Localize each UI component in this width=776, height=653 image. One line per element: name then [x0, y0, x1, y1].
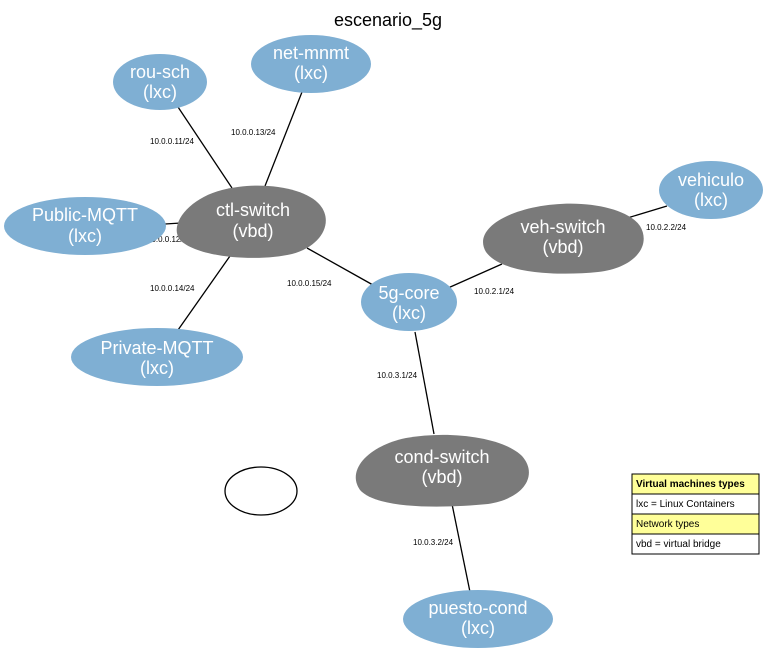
- edge-label: 10.0.0.14/24: [150, 284, 195, 293]
- node-private-mqtt[interactable]: Private-MQTT (lxc): [71, 328, 243, 386]
- lxc-node-shape: [113, 54, 207, 110]
- node-5g-core[interactable]: 5g-core (lxc): [361, 273, 457, 331]
- edges: [164, 91, 668, 593]
- legend-net-header: Network types: [636, 519, 699, 530]
- node-kind: (lxc): [68, 226, 102, 246]
- node-kind: (vbd): [421, 467, 462, 487]
- node-cond-switch[interactable]: cond-switch (vbd): [355, 434, 529, 507]
- node-kind: (lxc): [694, 190, 728, 210]
- lxc-node-shape: [4, 197, 166, 255]
- node-name: 5g-core: [378, 283, 439, 303]
- node-kind: (lxc): [140, 358, 174, 378]
- vbd-node-shape: [176, 185, 326, 258]
- node-name: Public-MQTT: [32, 205, 138, 225]
- node-name: cond-switch: [394, 447, 489, 467]
- diagram-title: escenario_5g: [334, 10, 442, 31]
- legend-vm-header: Virtual machines types: [636, 479, 745, 490]
- vbd-node-shape: [483, 203, 644, 274]
- node-puesto-cond[interactable]: puesto-cond (lxc): [403, 590, 553, 648]
- edge-cond-switch-puesto-cond: [451, 503, 471, 593]
- edge-private-mqtt-ctl-switch: [177, 255, 231, 331]
- edge-label: 10.0.0.15/24: [287, 279, 332, 288]
- node-rou-sch[interactable]: rou-sch (lxc): [113, 54, 207, 110]
- node-name: rou-sch: [130, 62, 190, 82]
- vbd-node-shape: [355, 434, 529, 507]
- node-name: ctl-switch: [216, 200, 290, 220]
- edge-label: 10.0.0.13/24: [231, 128, 276, 137]
- edge-label: 10.0.0.11/24: [150, 137, 194, 146]
- node-name: veh-switch: [520, 217, 605, 237]
- empty-ellipse-node: [224, 466, 298, 516]
- edge-ctl-switch-5g-core: [306, 247, 374, 286]
- lxc-node-shape: [659, 161, 763, 219]
- edge-veh-switch-5g-core: [447, 263, 503, 289]
- node-name: puesto-cond: [428, 598, 527, 618]
- legend-vm-item: lxc = Linux Containers: [636, 499, 735, 510]
- edge-rou-sch-ctl-switch: [177, 106, 233, 189]
- node-ctl-switch[interactable]: ctl-switch (vbd): [176, 185, 326, 258]
- lxc-node-shape: [71, 328, 243, 386]
- lxc-node-shape: [361, 273, 457, 331]
- edge-label: 10.0.2.1/24: [474, 287, 515, 296]
- node-name: net-mnmt: [273, 43, 349, 63]
- node-kind: (lxc): [143, 82, 177, 102]
- node-vehiculo[interactable]: vehiculo (lxc): [659, 161, 763, 219]
- node-kind: (lxc): [294, 63, 328, 83]
- edge-label: 10.0.2.2/24: [646, 223, 687, 232]
- edge-label: 10.0.0.12/24: [147, 235, 192, 244]
- node-kind: (vbd): [232, 221, 273, 241]
- node-kind: (lxc): [461, 618, 495, 638]
- node-net-mnmt[interactable]: net-mnmt (lxc): [251, 35, 371, 93]
- lxc-node-shape: [403, 590, 553, 648]
- legend: Virtual machines types lxc = Linux Conta…: [631, 473, 760, 555]
- edge-net-mnmt-ctl-switch: [264, 91, 303, 187]
- node-veh-switch[interactable]: veh-switch (vbd): [483, 203, 644, 274]
- edge-5g-core-cond-switch: [414, 331, 435, 435]
- edge-vehiculo-veh-switch: [623, 205, 668, 220]
- lxc-node-shape: [251, 35, 371, 93]
- edge-label: 10.0.3.1/24: [377, 371, 418, 380]
- node-kind: (lxc): [392, 303, 426, 323]
- edge-labels: 10.0.0.11/24 10.0.0.13/24 10.0.0.12/24 1…: [147, 128, 687, 547]
- edge-label: 10.0.3.2/24: [413, 538, 454, 547]
- node-name: Private-MQTT: [100, 338, 213, 358]
- node-public-mqtt[interactable]: Public-MQTT (lxc): [4, 197, 166, 255]
- legend-net-item: vbd = virtual bridge: [636, 539, 721, 550]
- node-name: vehiculo: [678, 170, 744, 190]
- node-kind: (vbd): [542, 237, 583, 257]
